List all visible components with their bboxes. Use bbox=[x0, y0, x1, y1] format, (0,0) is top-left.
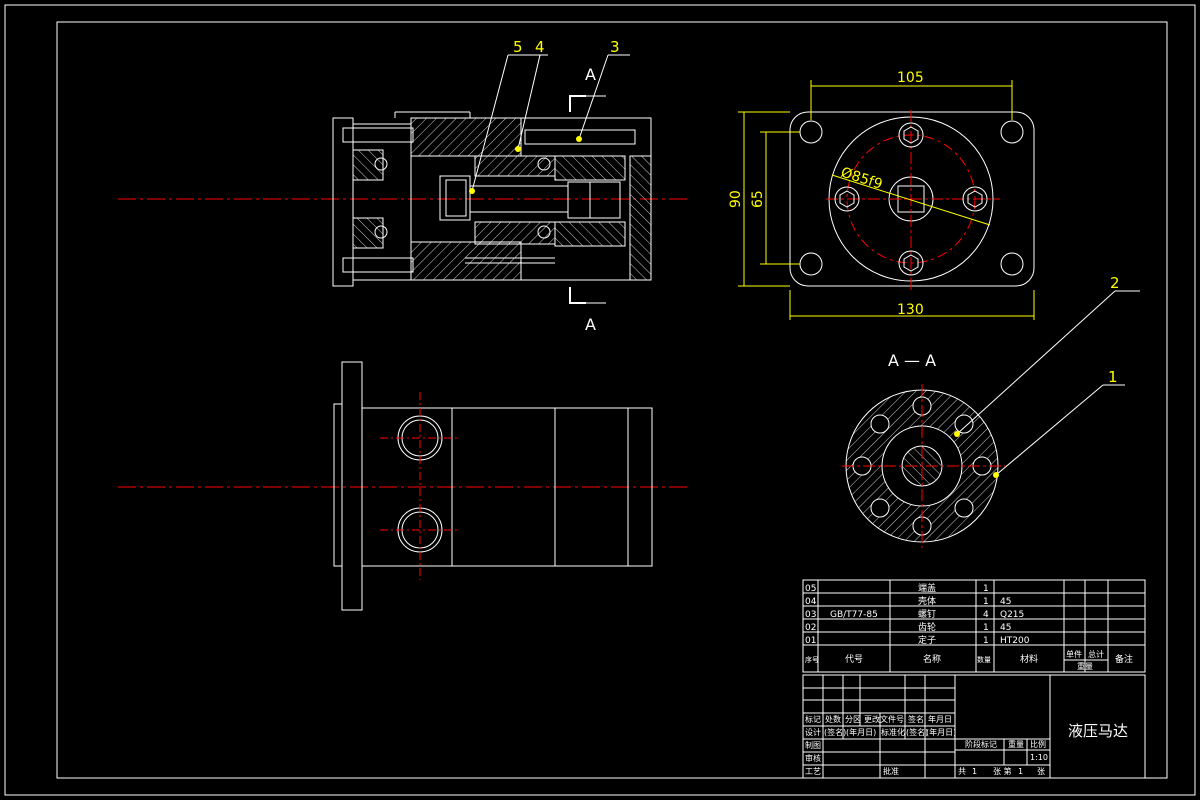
tb-label-date: 年月日 bbox=[928, 714, 952, 724]
bom-row-qty: 1 bbox=[983, 597, 989, 607]
section-mark-top: A bbox=[585, 65, 596, 84]
bom-header-weight: 重量 bbox=[1077, 661, 1093, 671]
section-aa-label: A — A bbox=[888, 351, 936, 370]
tb-standard-date: (年月日) bbox=[926, 727, 956, 737]
bom-row-qty: 1 bbox=[983, 623, 989, 633]
bom-header-material: 材料 bbox=[1020, 653, 1038, 665]
tb-design: 设计 bbox=[805, 727, 821, 737]
dim-bottom-width: 130 bbox=[897, 302, 924, 318]
dim-pilot-dia: Ø85f9 bbox=[839, 165, 885, 193]
side-view bbox=[118, 361, 690, 611]
bom-row-code: GB/T77-85 bbox=[830, 610, 878, 620]
bom-header-no: 序号 bbox=[805, 655, 819, 664]
tb-scale-label: 比例 bbox=[1030, 739, 1046, 749]
end-view: 105 130 90 65 Ø85f9 bbox=[728, 70, 1035, 320]
tb-total-label: 共 bbox=[958, 767, 966, 776]
bom-row-name: 端盖 bbox=[918, 582, 936, 594]
bom-row-qty: 1 bbox=[983, 584, 989, 594]
callout-2: 2 bbox=[1110, 274, 1120, 292]
dim-top-width: 105 bbox=[897, 70, 924, 86]
tb-process: 工艺 bbox=[805, 767, 821, 776]
bom-row-name: 壳体 bbox=[918, 595, 936, 607]
tb-label-sign: 签名 bbox=[908, 714, 924, 724]
bom-row-name: 定子 bbox=[918, 634, 936, 646]
section-mark-bottom: A bbox=[585, 315, 596, 334]
sheet-border bbox=[4, 4, 1196, 796]
callout-3: 3 bbox=[610, 38, 620, 56]
tb-label-mark: 标记 bbox=[805, 714, 821, 724]
drawing-title: 液压马达 bbox=[1068, 722, 1128, 740]
tb-label-change-doc: 更改文件号 bbox=[864, 714, 904, 724]
tb-approve: 批准 bbox=[883, 766, 899, 776]
tb-label-count: 处数 bbox=[825, 714, 841, 724]
dim-height-inner: 65 bbox=[750, 190, 766, 208]
bom-row-no: 05 bbox=[805, 584, 816, 594]
bom-header-name: 名称 bbox=[923, 653, 941, 665]
section-aa-view: A — A 2 1 bbox=[842, 274, 1140, 548]
tb-sheet-suffix: 张 bbox=[1037, 767, 1045, 776]
front-section-view: A A 5 4 3 bbox=[118, 38, 690, 334]
bom-row-name: 齿轮 bbox=[918, 621, 936, 633]
bom-rows: 05 端盖 1 04 壳体 1 45 03 GB/T77-85 螺钉 4 Q21… bbox=[805, 582, 1133, 671]
bom-row-material: Q215 bbox=[1000, 610, 1024, 620]
tb-stage-label: 阶段标记 bbox=[965, 739, 997, 749]
bom-header-qty: 数量 bbox=[977, 655, 991, 664]
tb-standard-sign: (签名) bbox=[906, 727, 928, 737]
tb-weight-label: 重量 bbox=[1008, 739, 1024, 749]
tb-scale-value: 1:10 bbox=[1030, 753, 1048, 762]
bom-row-material: 45 bbox=[1000, 597, 1011, 607]
bom-row-name: 螺钉 bbox=[918, 609, 936, 620]
dim-height-outer: 90 bbox=[728, 190, 744, 208]
tb-standard: 标准化 bbox=[881, 727, 905, 737]
tb-total-count: 1 bbox=[972, 767, 977, 776]
tb-design-date: (年月日) bbox=[846, 727, 876, 737]
bom-row-no: 03 bbox=[805, 610, 816, 620]
bom-row-qty: 1 bbox=[983, 636, 989, 646]
title-block-text: 标记 处数 分区 更改文件号 签名 年月日 设计 (签名) (年月日) 标准化 … bbox=[805, 714, 1048, 776]
tb-sheet-no: 1 bbox=[1018, 767, 1023, 776]
tb-label-zone: 分区 bbox=[845, 715, 861, 724]
bom-row-no: 01 bbox=[805, 636, 816, 646]
bom-row-material: 45 bbox=[1000, 623, 1011, 633]
bom-row-no: 02 bbox=[805, 623, 816, 633]
bom-row-qty: 4 bbox=[983, 610, 989, 620]
bom-header-weight-unit: 单件 bbox=[1066, 649, 1082, 659]
bom-header-remark: 备注 bbox=[1115, 653, 1133, 665]
title-block bbox=[802, 674, 1146, 779]
tb-drafter: 制图 bbox=[805, 740, 821, 750]
bom-row-no: 04 bbox=[805, 597, 817, 607]
bom-header-code: 代号 bbox=[845, 654, 863, 665]
tb-review: 审核 bbox=[805, 753, 821, 763]
bom-table bbox=[802, 579, 1146, 673]
callout-1: 1 bbox=[1108, 368, 1118, 386]
callout-4: 4 bbox=[535, 38, 545, 56]
tb-design-sign: (签名) bbox=[824, 727, 846, 737]
bom-row-material: HT200 bbox=[1000, 636, 1030, 646]
bom-header-weight-total: 总计 bbox=[1088, 649, 1104, 659]
callout-5: 5 bbox=[513, 38, 523, 56]
tb-sheet-label: 张 第 bbox=[993, 766, 1012, 776]
